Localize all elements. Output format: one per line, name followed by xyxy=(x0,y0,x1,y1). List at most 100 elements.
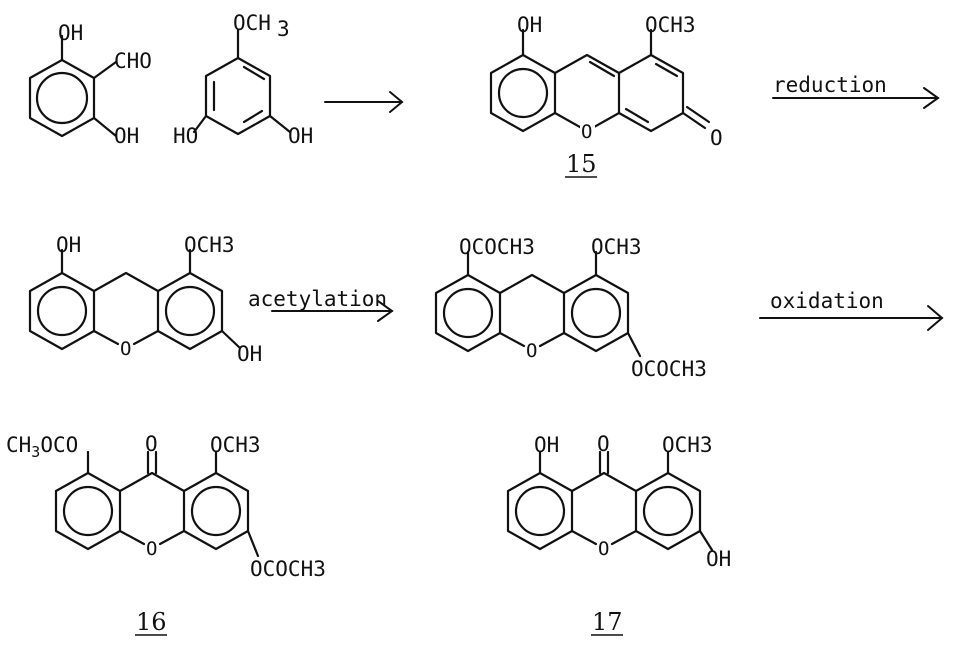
c16-label-sub3: 3 xyxy=(31,443,40,461)
bond-ho-r2 xyxy=(192,114,208,134)
arrow-oxidation-head xyxy=(927,305,944,331)
label-oh-1: OH xyxy=(58,21,83,45)
reaction-arrow-acetylation: acetylation xyxy=(248,287,394,322)
xd-ring-a xyxy=(28,271,96,351)
xa-ring-c xyxy=(562,273,630,353)
c15-label-och3: OCH3 xyxy=(645,13,696,37)
c16-label-ch: CH xyxy=(6,433,31,457)
c17-label-oh-1: OH xyxy=(534,433,559,457)
xd-bond-oh-2 xyxy=(220,329,242,350)
c16-label-oco: OCO xyxy=(40,433,78,457)
c16-ring-c xyxy=(182,471,250,551)
condition-oxidation: oxidation xyxy=(770,289,884,313)
xd-o-bridge-right xyxy=(132,329,160,346)
intermediate-xanthene-diacetate: O OCOCH3 OCH3 OCOCH3 xyxy=(434,235,707,381)
xd-o-bridge-left xyxy=(92,329,120,346)
compound-number-17: 17 xyxy=(592,608,623,636)
xa-label-ococh3-1: OCOCH3 xyxy=(459,235,535,259)
c17-bond-oh-2 xyxy=(698,529,714,552)
c16-o-bridge-left xyxy=(118,529,146,546)
double-bond-2b xyxy=(242,109,264,124)
c16-ring-oxygen: O xyxy=(146,538,157,560)
aromatic-circle-1 xyxy=(35,71,89,125)
label-ho-r2: HO xyxy=(173,124,198,148)
xa-label-ococh3-2: OCOCH3 xyxy=(631,357,707,381)
c17-label-oh-2: OH xyxy=(706,547,731,571)
xa-o-bridge-right xyxy=(538,331,566,348)
xd-circle-a xyxy=(36,285,88,337)
bond-cho xyxy=(92,60,118,80)
compound-17: O O OH OCH3 OH 17 xyxy=(506,432,731,636)
c17-o-bridge-left xyxy=(570,529,598,546)
c16-o-bridge-right xyxy=(158,529,186,546)
xa-label-och3: OCH3 xyxy=(591,235,642,259)
xd-ring-c xyxy=(156,271,224,351)
c16-ring-a xyxy=(54,471,122,551)
c16-circle-c xyxy=(190,485,242,537)
bond-oh-r2 xyxy=(268,114,292,134)
xa-ring-oxygen: O xyxy=(526,340,537,362)
condition-acetylation: acetylation xyxy=(248,287,387,311)
label-cho: CHO xyxy=(114,49,152,73)
benzene-ring-1 xyxy=(28,58,96,138)
c16-label-och3: OCH3 xyxy=(210,433,261,457)
c15-carbonyl-bond-1 xyxy=(681,111,707,130)
c17-ring-c xyxy=(634,471,702,551)
c15-double-c2 xyxy=(624,107,650,124)
xa-ring-a xyxy=(434,273,502,353)
c17-label-och3: OCH3 xyxy=(662,433,713,457)
c15-double-b xyxy=(588,60,616,78)
bond-oh-2 xyxy=(92,116,118,138)
xd-label-oh-2: OH xyxy=(237,342,262,366)
c15-carbonyl-bond-2 xyxy=(685,105,711,124)
label-och-part: OCH xyxy=(233,11,271,35)
c17-o-bridge-right xyxy=(610,529,638,546)
c17-carbonyl-bridge xyxy=(570,471,638,493)
c15-ring-b xyxy=(553,53,621,133)
c16-label-ococh3-2: OCOCH3 xyxy=(250,557,326,581)
c16-label-ch3oco: CH3OCO xyxy=(6,433,78,461)
condition-reduction: reduction xyxy=(773,73,887,97)
xd-label-oh-1: OH xyxy=(56,233,81,257)
compound-number-16: 16 xyxy=(136,608,167,636)
reaction-arrow-1 xyxy=(324,91,404,113)
c15-double-c1 xyxy=(654,62,679,78)
reaction-arrow-oxidation: oxidation xyxy=(759,289,944,331)
reactant-dihydroxybenzaldehyde: OH CHO OH xyxy=(28,21,152,148)
label-oh-2: OH xyxy=(114,124,139,148)
compound-16: O O CH3OCO OCH3 OCOCH3 16 xyxy=(6,432,326,636)
c16-carbonyl-oxygen: O xyxy=(145,432,158,456)
c15-aromatic-circle xyxy=(497,67,549,119)
c15-label-oh: OH xyxy=(517,13,542,37)
c15-carbonyl-oxygen: O xyxy=(710,126,723,150)
xd-ch2-bridge xyxy=(92,271,160,293)
xd-label-och3: OCH3 xyxy=(184,233,235,257)
c17-carbonyl-oxygen: O xyxy=(597,432,610,456)
arrow-1-head xyxy=(389,91,404,113)
c15-ring-o-mask xyxy=(580,122,595,138)
benzene-ring-2 xyxy=(204,56,272,136)
compound-number-15: 15 xyxy=(566,150,597,178)
c16-carbonyl-bridge xyxy=(118,471,186,493)
label-sub3-r2: 3 xyxy=(277,17,290,41)
c17-ring-a xyxy=(506,471,574,551)
c16-bond-ococh3-2 xyxy=(246,529,260,558)
c15-ring-a xyxy=(489,53,557,133)
compound-15: O O OH OCH3 15 xyxy=(489,13,723,178)
xd-ring-oxygen: O xyxy=(120,338,131,360)
label-oh-r2: OH xyxy=(288,124,313,148)
c15-ring-c xyxy=(617,53,685,133)
xa-circle-c xyxy=(570,287,622,339)
c17-circle-c xyxy=(642,485,694,537)
double-bond-2a xyxy=(242,65,266,81)
c15-ring-oxygen: O xyxy=(581,121,592,143)
xa-ch2-bridge xyxy=(498,273,566,295)
xa-o-bridge-left xyxy=(498,331,526,348)
intermediate-xanthene-diol: O OH OCH3 OH xyxy=(28,233,262,366)
arrow-acetylation-head xyxy=(377,300,394,322)
xa-bond-ococh3-2 xyxy=(626,331,642,358)
